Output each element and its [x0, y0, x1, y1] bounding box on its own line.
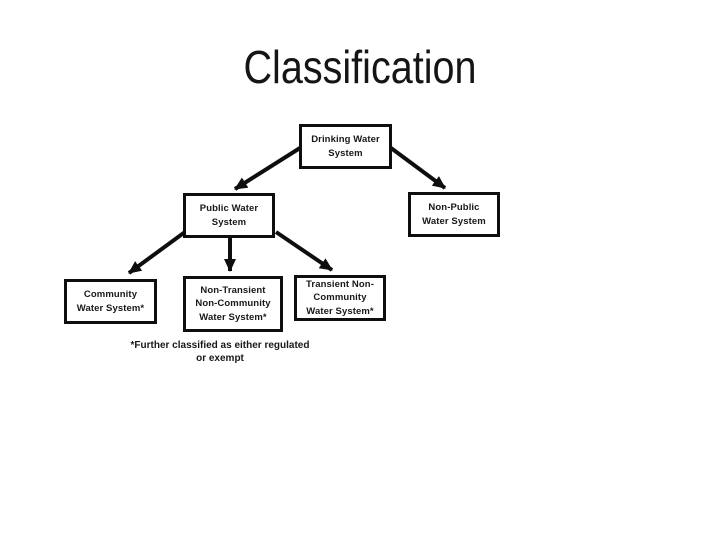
- node-label-line: Water System*: [199, 311, 267, 323]
- node-community-water-system: Community Water System*: [64, 279, 157, 324]
- footnote-line-1: *Further classified as either regulated: [130, 340, 310, 351]
- node-public-water-system: Public Water System: [183, 193, 275, 238]
- footnote: *Further classified as either regulated …: [95, 339, 345, 365]
- footnote-line-2: or exempt: [196, 353, 244, 364]
- slide-title: Classification: [243, 41, 477, 93]
- node-label-line: Water System*: [76, 302, 145, 314]
- node-label-line: Water System: [422, 215, 486, 227]
- node-label-line: Non-Community: [195, 298, 271, 310]
- node-label-line: Public Water: [199, 203, 259, 214]
- node-non-public-water-system: Non-Public Water System: [408, 192, 500, 237]
- node-label-line: Transient Non-: [306, 278, 374, 290]
- node-transient-non-community-water-system: Transient Non- Community Water System*: [294, 275, 386, 321]
- node-label-line: Community: [83, 289, 138, 300]
- node-label-line: Non-Transient: [200, 284, 266, 296]
- node-label-line: System: [211, 216, 247, 228]
- connector-public-to-community: [127, 230, 187, 275]
- node-label-line: Drinking Water: [311, 134, 380, 145]
- connector-drinking-to-nonpublic: [389, 146, 447, 190]
- node-non-transient-non-community-water-system: Non-Transient Non-Community Water System…: [183, 276, 283, 332]
- node-label-line: Non-Public: [428, 202, 480, 213]
- connector-drinking-to-public: [233, 146, 302, 191]
- node-drinking-water-system: Drinking Water System: [299, 124, 392, 169]
- node-label-line: System: [328, 147, 363, 159]
- node-label-line: Community: [313, 292, 367, 304]
- connector-public-to-transient: [274, 230, 334, 272]
- node-label-line: Water System*: [306, 305, 374, 317]
